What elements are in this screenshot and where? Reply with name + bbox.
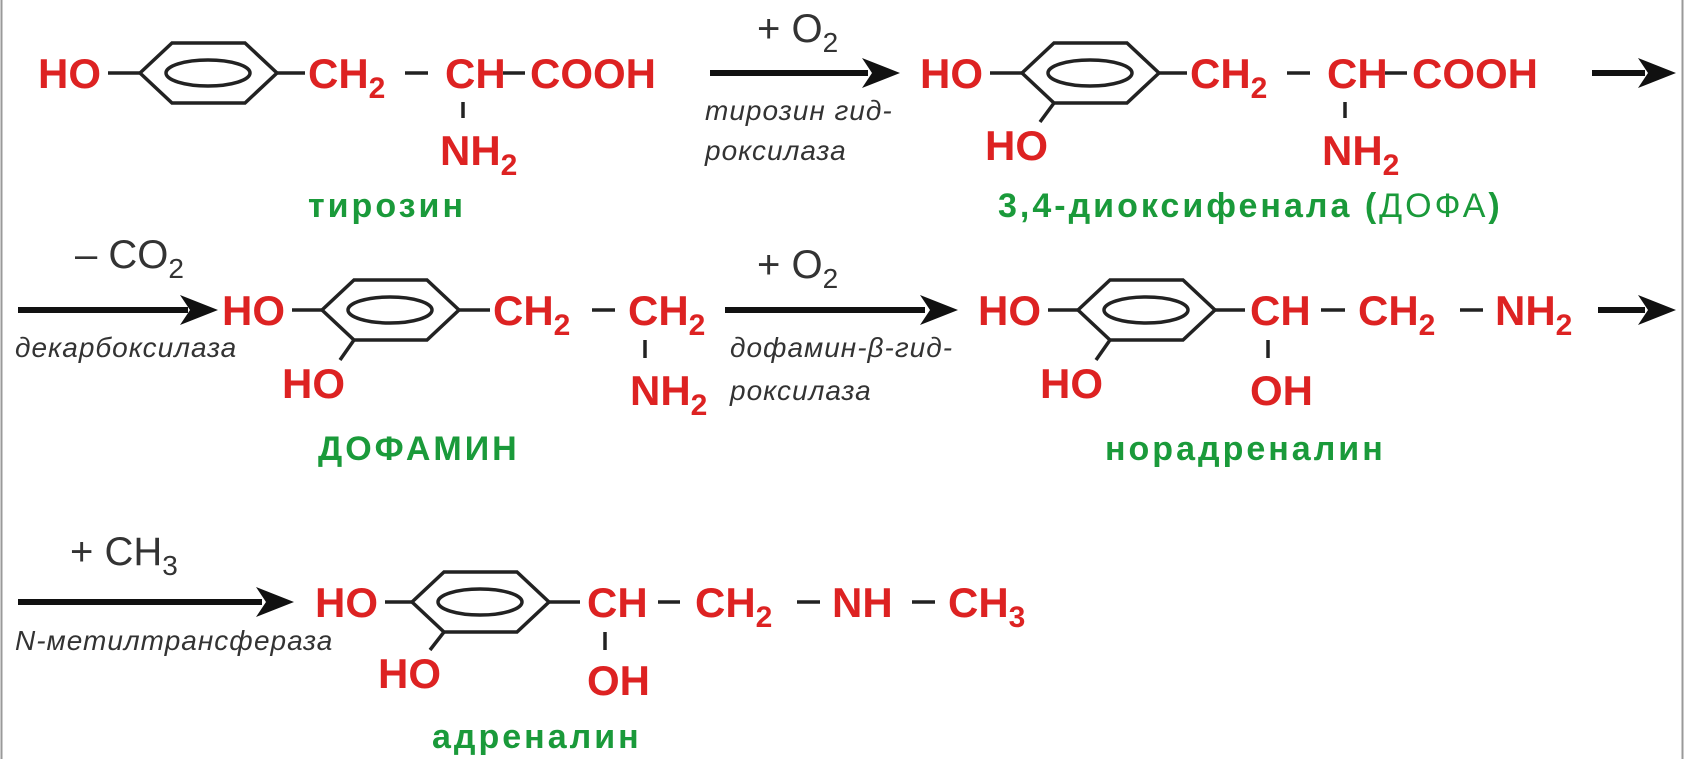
dopamine-ho-2: HO: [282, 360, 345, 407]
enzyme-tyrosine-hydroxylase-line2: роксилаза: [704, 135, 847, 166]
tyrosine-cooh: COOH: [530, 50, 656, 97]
reagent-o2-2: + O2: [757, 243, 838, 294]
dopa-nh2: NH2: [1322, 127, 1399, 182]
benzene-ring-icon: [1075, 278, 1218, 342]
dopa-cooh: COOH: [1412, 50, 1538, 97]
name-adrenaline: адреналин: [432, 718, 642, 756]
reaction-arrow-4: + CH3 N-метилтрансфераза: [15, 530, 333, 656]
dopamine-nh2: NH2: [630, 367, 707, 422]
bond: [1038, 101, 1056, 124]
dopa-ch: CH: [1327, 50, 1388, 97]
arrow-head-icon: [920, 295, 958, 325]
dopamine-structure: HO HO CH2 CH2 NH2: [222, 278, 707, 422]
benzene-ring-icon: [137, 41, 280, 105]
name-dopa: 3,4-диоксифенала (ДОФА): [998, 187, 1503, 225]
enzyme-dopamine-hydroxylase-line2: роксилаза: [729, 375, 872, 406]
benzene-ring-icon: [319, 278, 462, 342]
adrenaline-ch: CH: [587, 579, 648, 626]
enzyme-tyrosine-hydroxylase-line1: тирозин гид-: [705, 95, 893, 126]
reaction-arrow-1: + O2 тирозин гид- роксилаза: [704, 7, 900, 166]
dopamine-ho: HO: [222, 287, 285, 334]
bond: [1094, 338, 1112, 362]
arrow-head-icon: [1638, 295, 1676, 325]
reaction-arrow-3: + O2 дофамин-β-гид- роксилаза: [725, 243, 958, 406]
reaction-arrow-2: – CO2 декарбоксилаза: [15, 233, 237, 363]
tyrosine-ho: HO: [38, 50, 101, 97]
arrow-head-icon: [1638, 58, 1676, 88]
tyrosine-ch2: CH2: [308, 50, 385, 105]
adrenaline-ch2: CH2: [695, 579, 772, 634]
reagent-ch3: + CH3: [70, 530, 178, 581]
tyrosine-ch: CH: [445, 50, 506, 97]
bond: [428, 630, 446, 652]
dopa-structure: HO HO CH2 CH COOH NH2: [920, 41, 1538, 182]
reagent-o2-1: + O2: [757, 7, 838, 58]
reagent-co2: – CO2: [75, 233, 184, 284]
noradrenaline-ch2: CH2: [1358, 287, 1435, 342]
adrenaline-nh: NH: [832, 579, 893, 626]
ring-inner: [164, 58, 252, 88]
ring-inner: [1102, 295, 1190, 325]
noradrenaline-ch: CH: [1250, 287, 1311, 334]
adrenaline-ch3: CH3: [948, 579, 1025, 634]
ring-inner: [1046, 58, 1134, 88]
arrow-head-icon: [862, 58, 900, 88]
arrow-head-icon: [256, 587, 294, 617]
arrow-head-icon: [180, 295, 218, 325]
dopa-ho: HO: [920, 50, 983, 97]
noradrenaline-ho: HO: [978, 287, 1041, 334]
noradrenaline-nh2: NH2: [1495, 287, 1572, 342]
enzyme-methyltransferase: N-метилтрансфераза: [15, 625, 333, 656]
dopamine-ch2-a: CH2: [493, 287, 570, 342]
benzene-ring-icon: [1019, 41, 1162, 105]
ring-inner: [346, 295, 434, 325]
noradrenaline-structure: HO HO CH CH2 NH2 OH: [978, 278, 1572, 414]
noradrenaline-oh: OH: [1250, 367, 1313, 414]
adrenaline-oh: OH: [587, 657, 650, 704]
tyrosine-nh2: NH2: [440, 127, 517, 182]
adrenaline-structure: HO HO CH CH2 NH CH3 OH: [315, 570, 1025, 704]
noradrenaline-ho-2: HO: [1040, 360, 1103, 407]
adrenaline-ho-2: HO: [378, 650, 441, 697]
name-dopamine: ДОФАМИН: [318, 430, 520, 468]
ring-inner: [436, 587, 524, 617]
name-noradrenaline: норадреналин: [1105, 430, 1386, 468]
dopamine-ch2-b: CH2: [628, 287, 705, 342]
dopa-ho-2: HO: [985, 122, 1048, 169]
tyrosine-structure: HO CH2 CH COOH NH2: [38, 41, 656, 182]
name-tyrosine: тирозин: [308, 187, 466, 225]
enzyme-dopamine-hydroxylase-line1: дофамин-β-гид-: [730, 332, 953, 363]
adrenaline-ho: HO: [315, 579, 378, 626]
enzyme-decarboxylase: декарбоксилаза: [15, 332, 237, 363]
dopa-ch2: CH2: [1190, 50, 1267, 105]
benzene-ring-icon: [409, 570, 552, 634]
bond: [338, 338, 356, 362]
